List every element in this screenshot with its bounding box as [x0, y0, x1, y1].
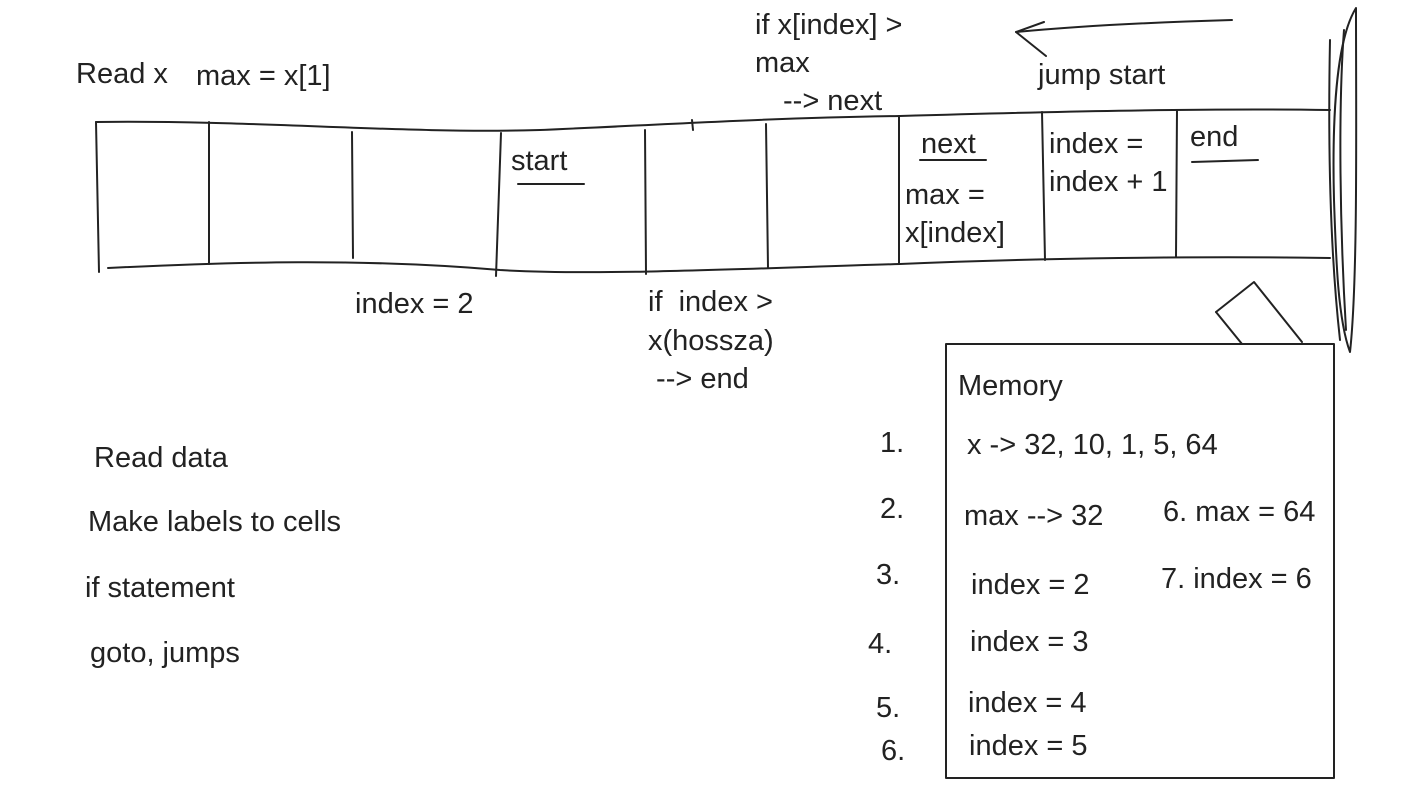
index-inc-line: index + 1 — [1049, 166, 1168, 198]
tape-divider — [765, 123, 769, 269]
memory-panel — [945, 343, 1335, 779]
note-item: Make labels to cells — [88, 506, 342, 538]
index-2-label: index = 2 — [355, 288, 474, 320]
jump-arrow — [1015, 19, 1233, 33]
if-index-line: --> end — [648, 363, 749, 395]
memory-entry: x -> 32, 10, 1, 5, 64 — [967, 429, 1218, 461]
tape-divider — [495, 132, 502, 277]
if-max-label: if x[index] > max --> next — [755, 8, 903, 118]
tape-tick — [691, 119, 694, 131]
memory-entry: index = 2 — [971, 569, 1090, 601]
tape-divider — [1041, 111, 1046, 261]
memory-extra: 6. max = 64 — [1163, 496, 1316, 528]
tape-divider — [644, 129, 647, 275]
pencil-icon-stroke — [1339, 29, 1347, 331]
tape-top-edge — [95, 108, 1331, 132]
tape-divider — [95, 121, 100, 273]
pencil-icon — [1332, 7, 1358, 353]
note-item: Read data — [94, 442, 228, 474]
step-number: 1. — [880, 427, 905, 459]
step-number: 6. — [881, 735, 906, 767]
note-item: goto, jumps — [90, 637, 240, 669]
memory-entry: index = 4 — [968, 687, 1087, 719]
jump-start-label: jump start — [1038, 59, 1166, 91]
if-max-line: if x[index] > — [755, 9, 903, 41]
if-index-line: if index > — [648, 286, 773, 318]
max-assign-line: max = — [905, 179, 985, 211]
memory-entry: max --> 32 — [964, 500, 1104, 532]
step-number: 5. — [876, 692, 901, 724]
max-assign-line: x[index] — [905, 217, 1005, 249]
if-max-line: --> next — [783, 85, 883, 117]
end-underline — [1191, 159, 1259, 163]
step-number: 4. — [868, 628, 893, 660]
step-number: 3. — [876, 559, 901, 591]
if-index-line: x(hossza) — [648, 325, 774, 357]
start-label: start — [511, 145, 568, 177]
memory-title: Memory — [958, 370, 1063, 402]
read-x-label: Read x — [76, 58, 168, 90]
next-label: next — [921, 128, 976, 160]
note-item: if statement — [85, 572, 235, 604]
max-init-label: max = x[1] — [196, 60, 331, 92]
pencil-icon-stroke — [1328, 39, 1341, 341]
index-inc-line: index = — [1049, 128, 1144, 160]
eraser-icon — [1215, 311, 1243, 345]
index-inc-label: index = index + 1 — [1049, 127, 1168, 199]
memory-extra: 7. index = 6 — [1161, 563, 1312, 595]
tape-divider — [351, 131, 354, 259]
max-assign-label: max = x[index] — [905, 178, 1005, 250]
step-number: 2. — [880, 493, 905, 525]
end-label: end — [1190, 121, 1239, 153]
memory-entry: index = 3 — [970, 626, 1089, 658]
tape-divider — [1175, 109, 1178, 258]
jump-arrowhead — [1015, 21, 1047, 57]
if-index-label: if index > x(hossza) --> end — [648, 285, 774, 396]
tape-bottom-edge — [107, 256, 1331, 274]
if-max-line: max — [755, 47, 810, 79]
eraser-icon — [1215, 281, 1303, 343]
memory-entry: index = 5 — [969, 730, 1088, 762]
